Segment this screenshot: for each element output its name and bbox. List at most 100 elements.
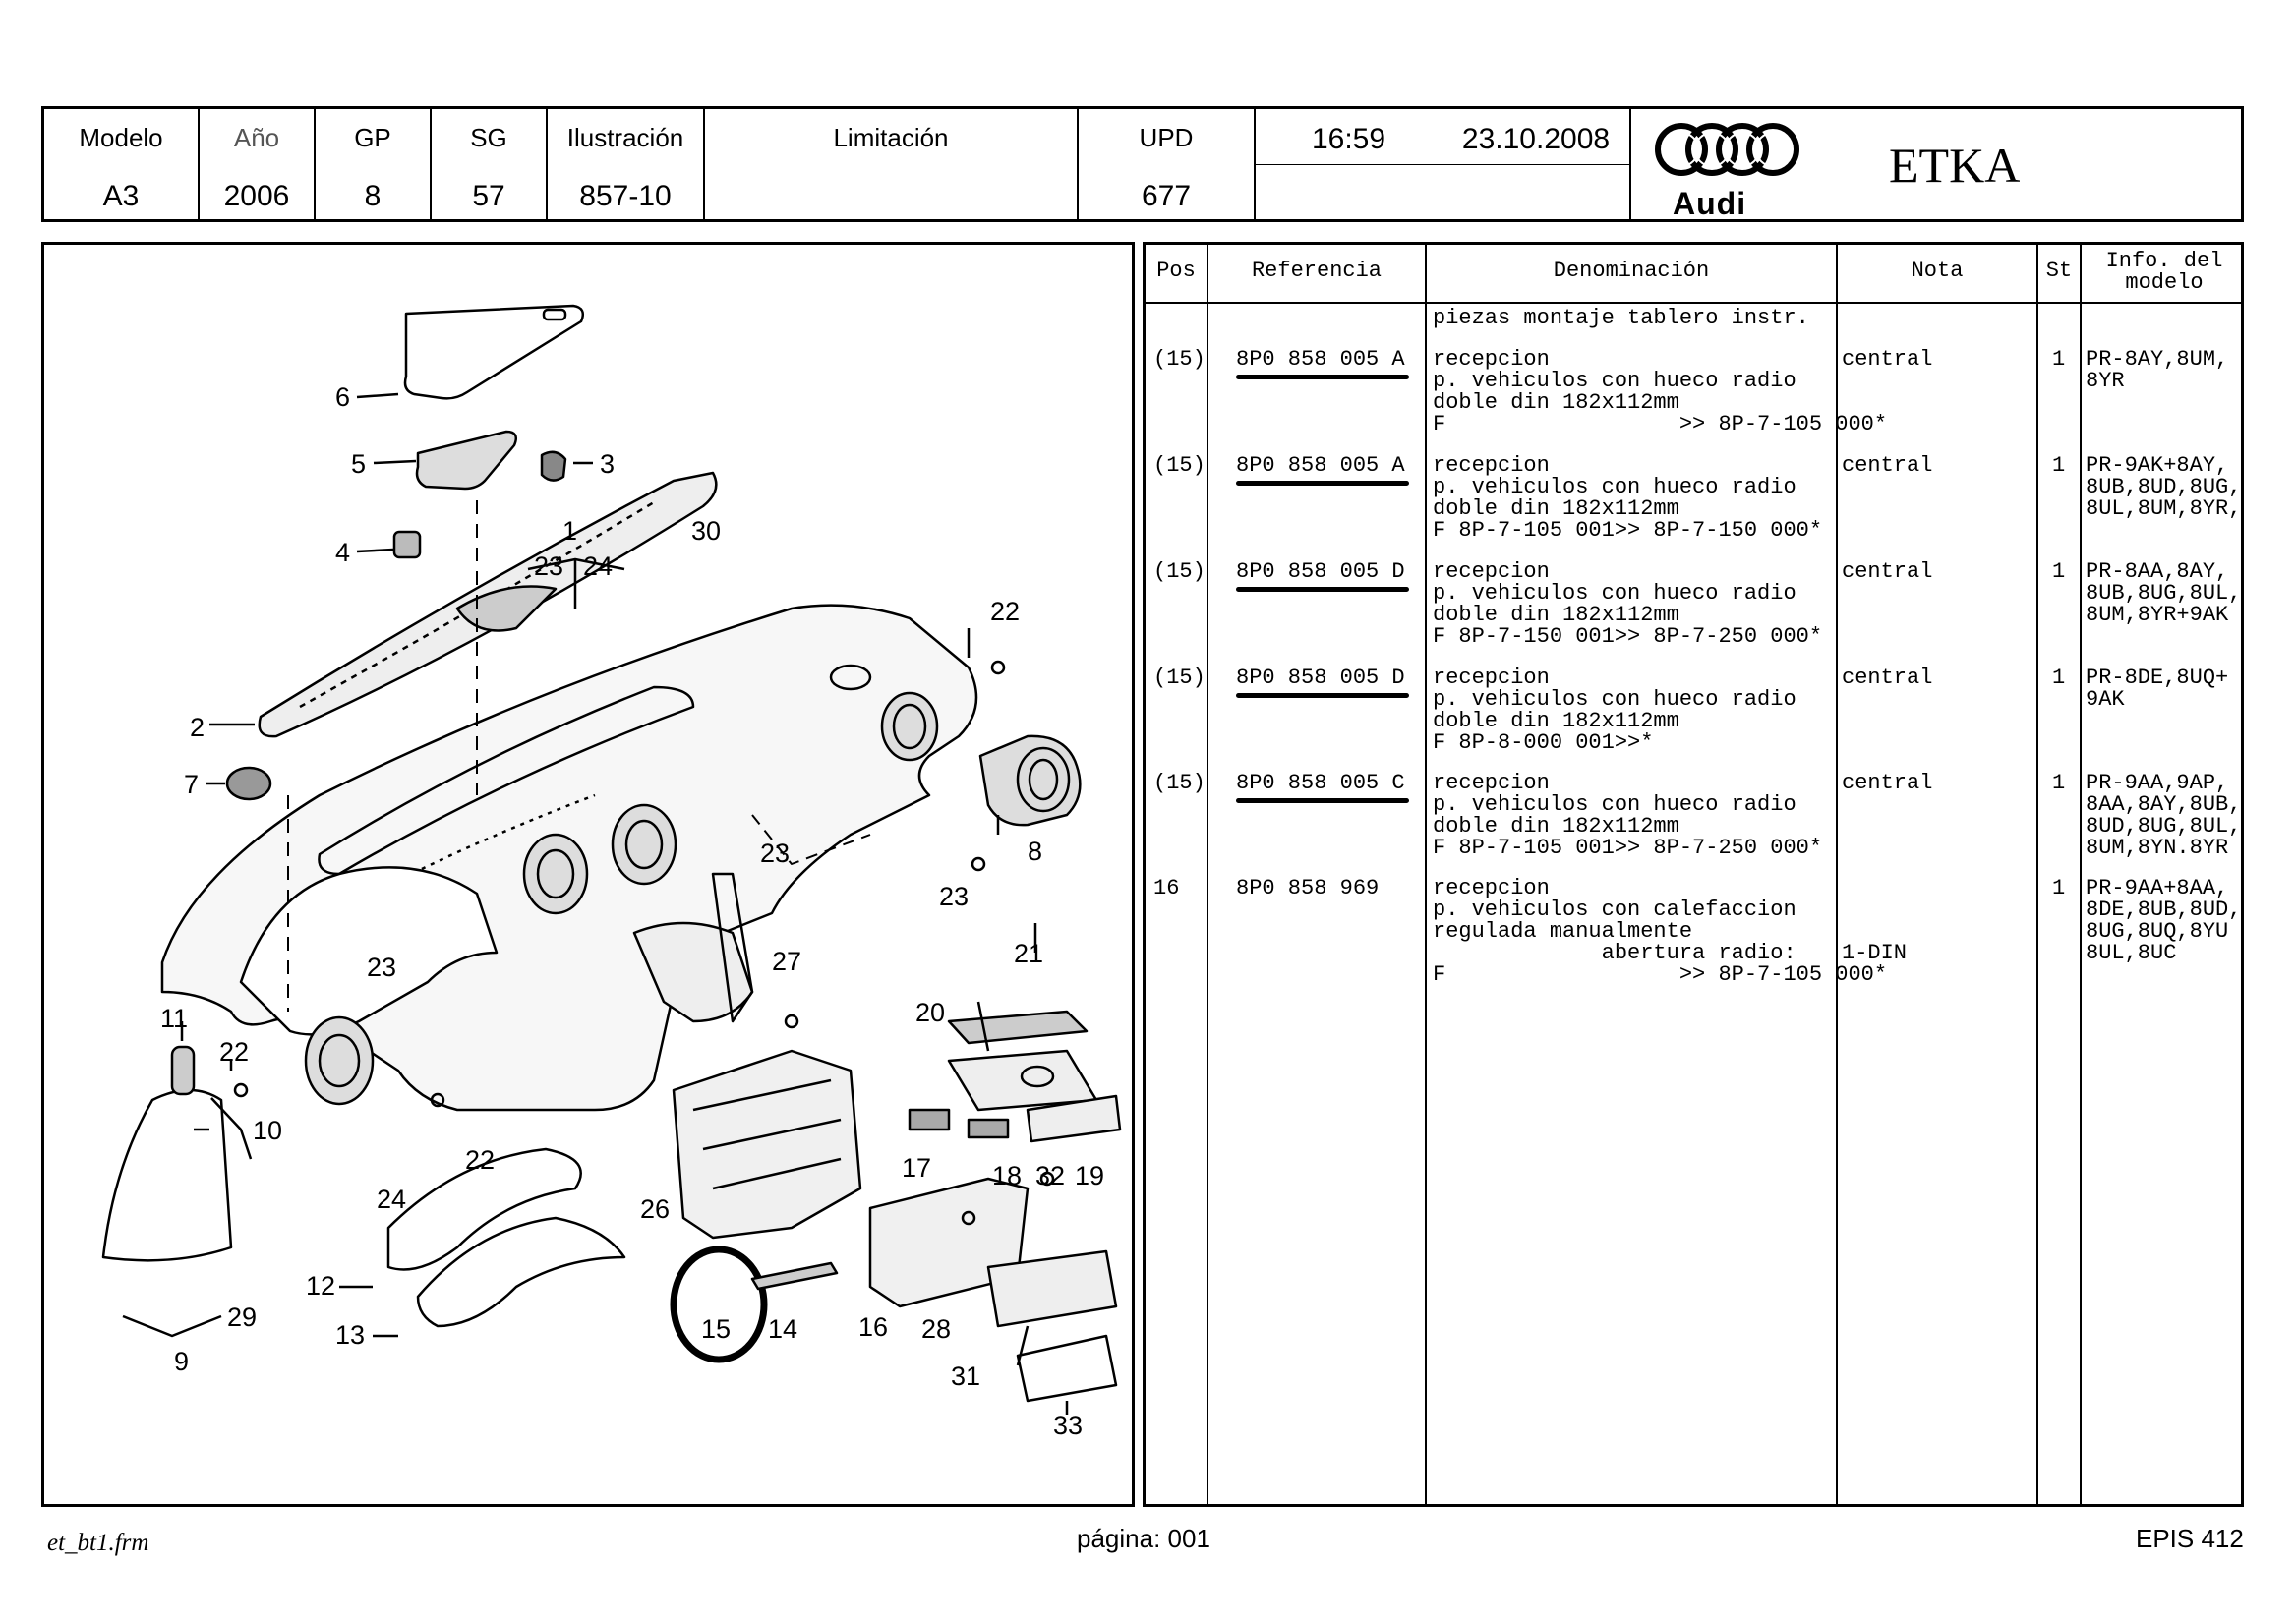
part-label: 15 — [701, 1314, 731, 1344]
row-nota: central — [1842, 453, 1933, 478]
dashboard-exploded-view: 1 2 3 4 5 6 7 8 9 10 11 12 13 14 15 16 1… — [101, 304, 1122, 1440]
header-label: Ilustración — [566, 123, 684, 152]
header-label: SG — [470, 123, 507, 152]
part-label: 23 — [760, 839, 790, 868]
header-cell-upd: UPD 677 — [1079, 109, 1256, 219]
row-info-line: 8UB,8UG,8UL, — [2086, 581, 2242, 606]
part-label: 2 — [190, 713, 205, 742]
row-info-line: PR-9AK+8AY, — [2086, 453, 2229, 478]
part-label: 7 — [184, 770, 199, 799]
part-label: 32 — [1035, 1161, 1065, 1190]
part-label: 23 — [534, 551, 563, 581]
section-title: piezas montaje tablero instr. — [1433, 306, 1809, 330]
part-15-highlight-circle — [670, 1246, 768, 1363]
row-nota: central — [1842, 666, 1933, 690]
part-label: 11 — [160, 1004, 188, 1033]
header-cell-date: 23.10.2008 — [1442, 109, 1629, 219]
row-description-line: doble din 182x112mm — [1433, 709, 1679, 733]
header-date: 23.10.2008 — [1461, 123, 1611, 155]
radio-bracket — [672, 1049, 862, 1240]
part-label: 31 — [951, 1362, 980, 1391]
row-info-line: 8UG,8UQ,8YU — [2086, 919, 2229, 944]
header-label: Limitación — [833, 123, 949, 152]
column-header-denominacion: Denominación — [1553, 259, 1710, 283]
row-description-line: F >> 8P-7-105 000* — [1433, 962, 1888, 987]
form-name: et_bt1.frm — [47, 1530, 149, 1556]
part-label: 30 — [691, 516, 721, 546]
part-label: 6 — [335, 382, 350, 412]
row-st: 1 — [2052, 771, 2066, 795]
row-st: 1 — [2052, 347, 2066, 372]
column-header-st: St — [2045, 259, 2073, 283]
row-description-line: abertura radio: — [1433, 941, 1796, 965]
part-label: 8 — [1028, 837, 1042, 866]
row-nota: central — [1842, 347, 1933, 372]
epis-code: EPIS 412 — [2136, 1524, 2244, 1553]
row-pos: (15) — [1153, 666, 1206, 690]
part-label: 20 — [915, 998, 945, 1027]
header-label: Modelo — [79, 123, 163, 152]
row-st: 1 — [2052, 666, 2066, 690]
row-description-line: recepcion — [1433, 666, 1550, 690]
row-reference: 8P0 858 969 — [1236, 876, 1380, 900]
part-label: 24 — [377, 1185, 406, 1214]
row-nota: 1-DIN — [1842, 941, 1908, 965]
row-pos: (15) — [1153, 347, 1206, 372]
row-info-line: 8UM,8YN.8YR — [2086, 836, 2229, 860]
row-pos: (15) — [1153, 771, 1206, 795]
row-description-line: regulada manualmente — [1433, 919, 1693, 944]
header-cell-limitacion: Limitación — [705, 109, 1079, 219]
reference-underline — [1236, 375, 1409, 379]
part-label: 3 — [600, 449, 615, 479]
row-info-line: 8UD,8UG,8UL, — [2086, 814, 2242, 839]
row-description-line: doble din 182x112mm — [1433, 390, 1679, 415]
row-pos: 16 — [1153, 876, 1180, 900]
part-label: 1 — [562, 516, 577, 546]
row-info-line: PR-8AA,8AY, — [2086, 559, 2229, 584]
row-pos: (15) — [1153, 559, 1206, 584]
row-st: 1 — [2052, 559, 2066, 584]
part-label: 22 — [990, 597, 1020, 626]
part-label: 26 — [640, 1194, 670, 1224]
reference-underline — [1236, 481, 1409, 486]
row-info-line: PR-8DE,8UQ+ — [2086, 666, 2229, 690]
row-description-line: recepcion — [1433, 347, 1550, 372]
header-cell-modelo: Modelo A3 — [44, 109, 200, 219]
header-label: GP — [354, 123, 391, 152]
row-reference: 8P0 858 005 D — [1236, 666, 1405, 690]
app-name: ETKA — [1889, 138, 2021, 193]
part-label: 10 — [253, 1116, 282, 1145]
part-label: 16 — [858, 1312, 888, 1342]
part-label: 28 — [921, 1314, 951, 1344]
exploded-diagram: 1 2 3 4 5 6 7 8 9 10 11 12 13 14 15 16 1… — [41, 242, 1135, 1507]
row-description-line: doble din 182x112mm — [1433, 814, 1679, 839]
header-bar: Modelo A3 Año 2006 GP 8 SG 57 Ilustració… — [41, 106, 2244, 222]
header-time: 16:59 — [1311, 123, 1386, 155]
row-info-line: 9AK — [2086, 687, 2125, 712]
row-info-line: 8UM,8YR+9AK — [2086, 603, 2229, 627]
part-13-cover — [416, 1216, 626, 1328]
column-header-pos: Pos — [1156, 259, 1196, 283]
part-12-cover — [386, 1147, 582, 1271]
part-label: 22 — [465, 1145, 495, 1175]
part-label: 29 — [227, 1303, 257, 1332]
header-value: 677 — [1141, 180, 1192, 212]
row-info-line: 8YR — [2086, 369, 2125, 393]
reference-underline — [1236, 693, 1409, 698]
part-label: 19 — [1075, 1161, 1104, 1190]
column-header-nota: Nota — [1911, 259, 1964, 283]
part-5-grille — [415, 430, 517, 491]
part-label: 9 — [174, 1347, 189, 1376]
row-st: 1 — [2052, 453, 2066, 478]
header-value: A3 — [102, 180, 140, 212]
header-cell-ano: Año 2006 — [200, 109, 316, 219]
row-description-line: p. vehiculos con hueco radio — [1433, 369, 1796, 393]
part-7-cap — [225, 766, 272, 801]
row-pos: (15) — [1153, 453, 1206, 478]
row-description-line: p. vehiculos con hueco radio — [1433, 687, 1796, 712]
row-description-line: doble din 182x112mm — [1433, 496, 1679, 521]
part-label: 33 — [1053, 1411, 1083, 1440]
part-label: 23 — [939, 882, 969, 911]
row-info-line: 8DE,8UB,8UD, — [2086, 898, 2242, 922]
row-reference: 8P0 858 005 A — [1236, 347, 1405, 372]
